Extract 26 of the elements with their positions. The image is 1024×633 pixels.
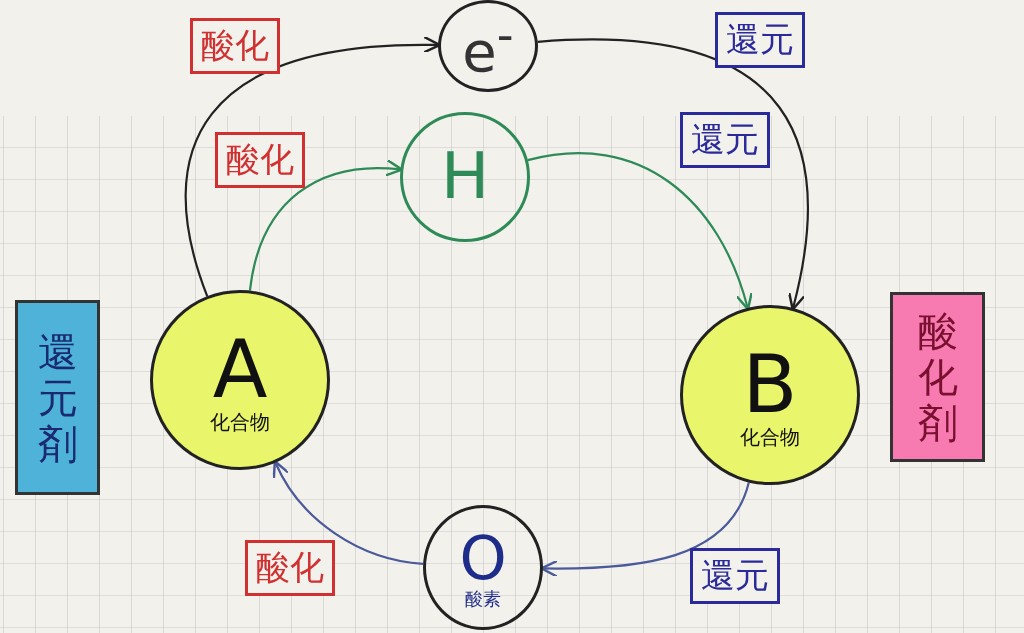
edge-label: 酸化 — [245, 540, 335, 596]
arrow — [537, 38, 809, 311]
node-label: 酸化剤 — [916, 308, 959, 446]
node-label: 酸素 — [465, 589, 501, 609]
circle — [423, 505, 543, 630]
symbol-label: H — [440, 143, 490, 211]
arrow — [273, 460, 424, 565]
circle — [438, 0, 538, 92]
symbol-label: O — [459, 526, 507, 590]
symbol-label: B — [742, 342, 798, 427]
circle — [400, 112, 530, 242]
node-label: 化合物 — [210, 411, 270, 433]
label-box — [890, 292, 985, 462]
edge-label: 酸化 — [215, 132, 305, 188]
symbol-label: e$^{-}$ — [462, 10, 514, 82]
node-label: 還元剤 — [36, 328, 79, 467]
edge-label: 還元 — [690, 548, 780, 604]
arrow — [540, 482, 750, 578]
edge-label: 酸化 — [190, 18, 280, 74]
edge-label: 還元 — [715, 12, 805, 68]
label-box — [15, 300, 100, 495]
symbol-label: A — [212, 327, 268, 412]
edge-label: 還元 — [680, 112, 770, 168]
arrow — [527, 152, 753, 311]
node-label: 化合物 — [740, 426, 800, 448]
arrow — [184, 36, 441, 297]
